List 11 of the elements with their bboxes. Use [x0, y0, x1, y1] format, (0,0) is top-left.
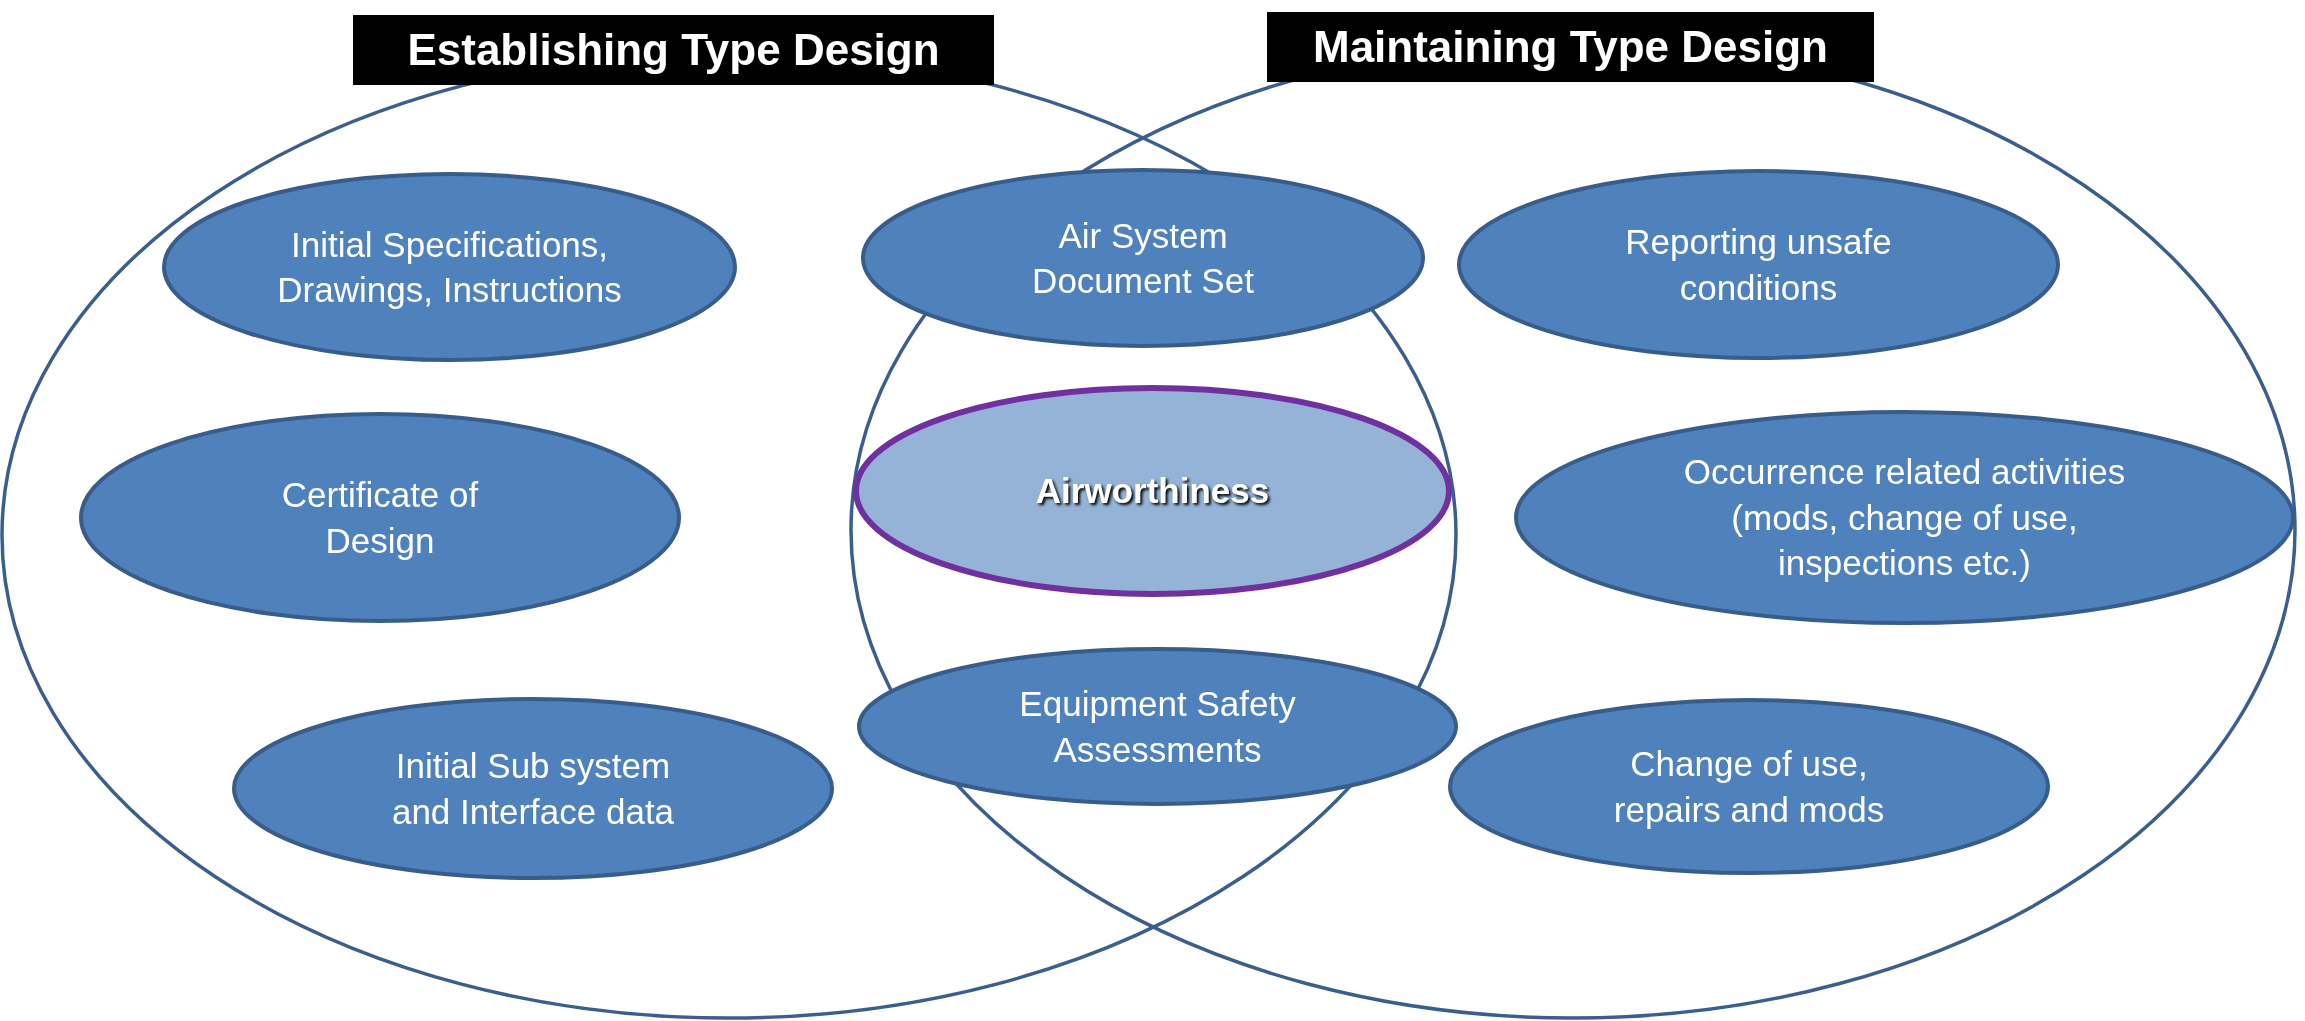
node-text: Certificate of Design: [280, 474, 480, 562]
title-label: Maintaining Type Design: [1267, 12, 1874, 82]
node-text: Initial Sub system and Interface data: [390, 745, 676, 833]
node-text: Airworthiness: [1034, 470, 1271, 513]
node-text: Initial Specifications, Drawings, Instructions: [276, 223, 623, 311]
node-text: Air System Document Set: [1031, 214, 1255, 302]
title-label: Establishing Type Design: [353, 15, 994, 85]
node-text: Equipment Safety Assessments: [1018, 683, 1297, 771]
node-text: Change of use, repairs and mods: [1612, 743, 1886, 831]
node-text: Reporting unsafe conditions: [1624, 221, 1893, 309]
node-text: Occurrence related activities (mods, change of use, inspections etc.): [1682, 451, 2127, 585]
